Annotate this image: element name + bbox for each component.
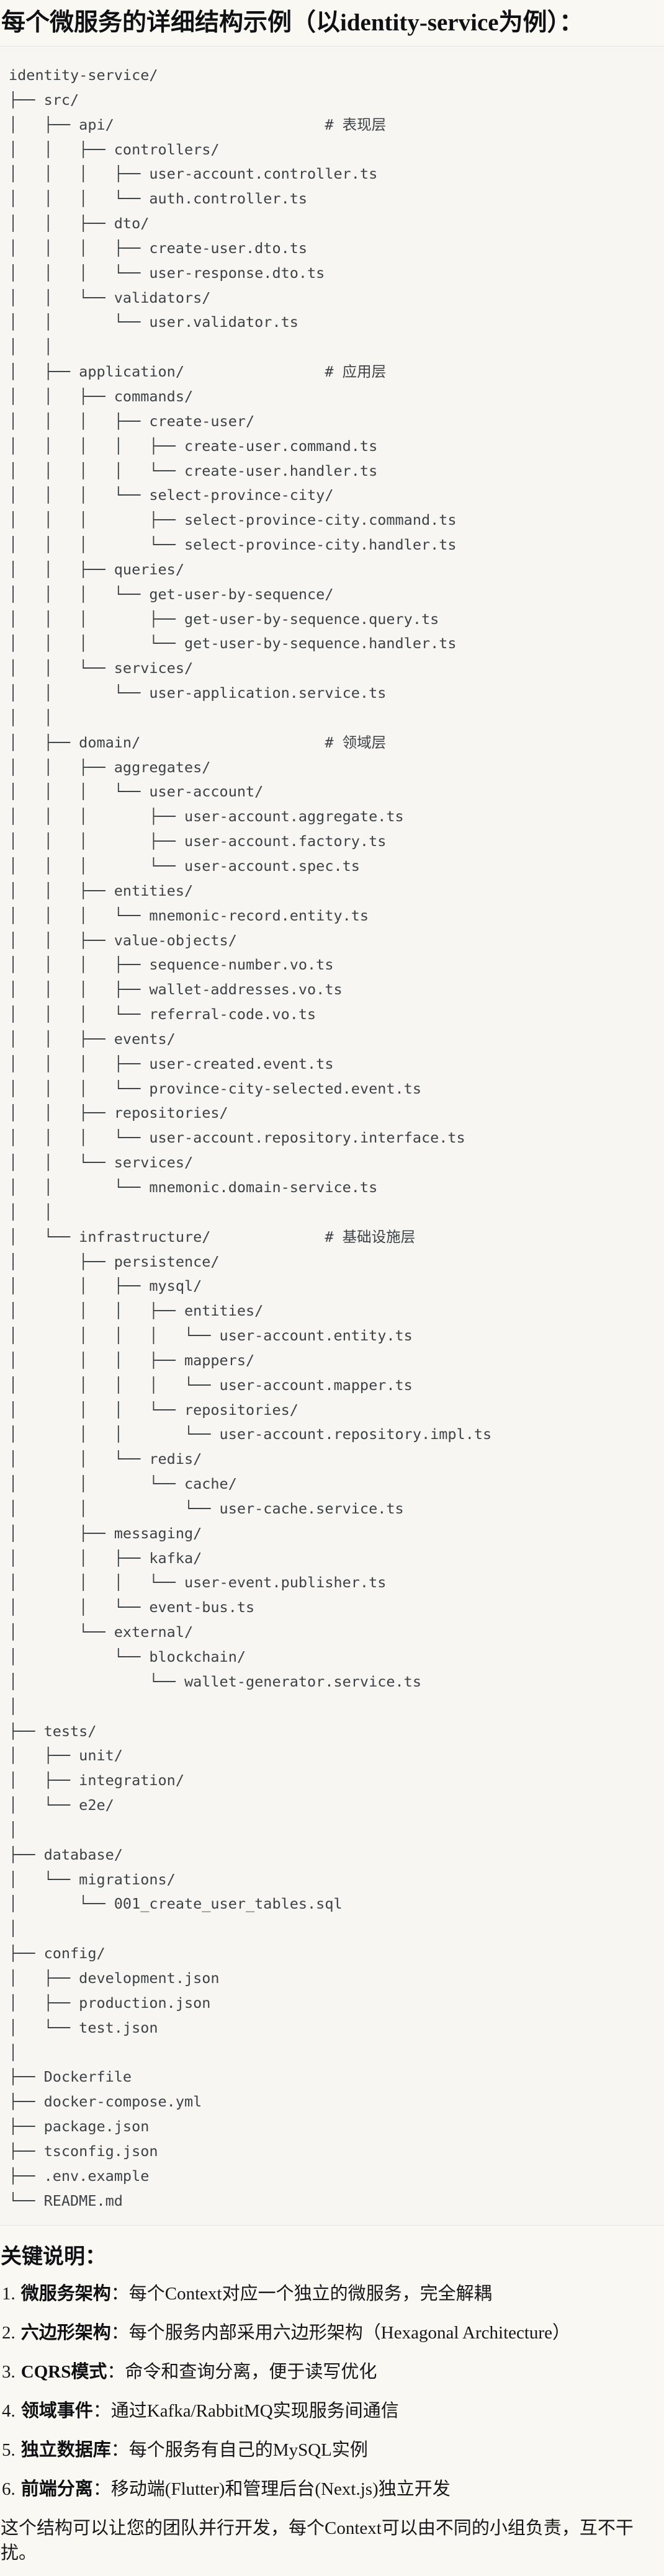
list-item-separator: ：	[92, 2401, 111, 2422]
document-page: 每个微服务的详细结构示例（以identity-service为例）： ident…	[0, 7, 664, 2565]
list-item-number: 5.	[2, 2440, 16, 2461]
list-item-text: 通过Kafka/RabbitMQ实现服务间通信	[110, 2401, 399, 2422]
page-title: 每个微服务的详细结构示例（以identity-service为例）：	[1, 9, 584, 36]
directory-tree: identity-service/ ├── src/ │ ├── api/ # …	[9, 66, 492, 2209]
list-item-text: 每个服务有自己的MySQL实例	[128, 2440, 368, 2461]
list-item-number: 6.	[2, 2479, 16, 2500]
list-item-text: 每个服务内部采用六边形架构（Hexagonal Architecture）	[128, 2323, 570, 2343]
list-item-text: 移动端(Flutter)和管理后台(Next.js)独立开发	[110, 2479, 451, 2500]
closing-paragraph: 这个结构可以让您的团队并行开发，每个Context可以由不同的小组负责，互不干扰…	[1, 2518, 634, 2564]
list-item: 5.独立数据库：每个服务有自己的MySQL实例	[2, 2438, 664, 2462]
list-item-label: 六边形架构	[20, 2323, 111, 2343]
list-item-separator: ：	[110, 2440, 129, 2461]
list-item-label: 领域事件	[20, 2401, 93, 2422]
list-item-label: CQRS模式	[20, 2362, 107, 2382]
list-item: 6.前端分离：移动端(Flutter)和管理后台(Next.js)独立开发	[2, 2477, 664, 2502]
list-item-separator: ：	[107, 2362, 125, 2382]
list-item-number: 2.	[2, 2323, 16, 2343]
list-item-separator: ：	[110, 2323, 129, 2343]
list-item: 1.微服务架构：每个Context对应一个独立的微服务，完全解耦	[2, 2281, 664, 2306]
list-item-separator: ：	[110, 2284, 129, 2304]
list-item-label: 微服务架构	[20, 2284, 111, 2304]
list-item-text: 每个Context对应一个独立的微服务，完全解耦	[128, 2284, 492, 2304]
notes-list: 1.微服务架构：每个Context对应一个独立的微服务，完全解耦 2.六边形架构…	[0, 2281, 664, 2502]
list-item-number: 1.	[2, 2284, 16, 2304]
notes-heading: 关键说明：	[1, 2245, 106, 2269]
list-item: 3.CQRS模式：命令和查询分离，便于读写优化	[2, 2360, 664, 2384]
list-item: 4.领域事件：通过Kafka/RabbitMQ实现服务间通信	[2, 2399, 664, 2423]
list-item: 2.六边形架构：每个服务内部采用六边形架构（Hexagonal Architec…	[2, 2320, 664, 2345]
list-item-text: 命令和查询分离，便于读写优化	[125, 2362, 377, 2382]
list-item-separator: ：	[92, 2479, 111, 2500]
list-item-number: 3.	[2, 2362, 16, 2382]
list-item-number: 4.	[2, 2401, 16, 2422]
list-item-label: 前端分离	[20, 2479, 93, 2500]
list-item-label: 独立数据库	[20, 2440, 111, 2461]
code-block: identity-service/ ├── src/ │ ├── api/ # …	[0, 46, 664, 2226]
